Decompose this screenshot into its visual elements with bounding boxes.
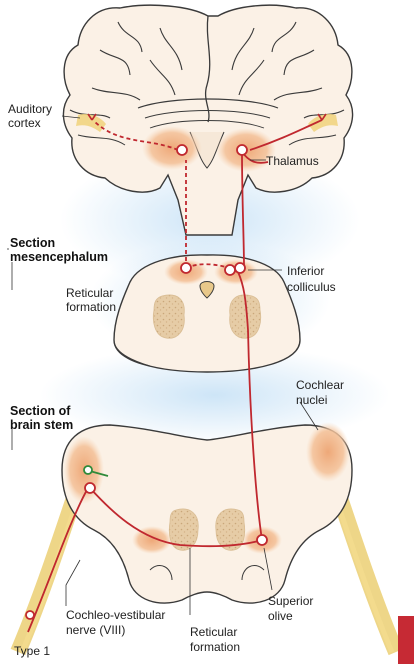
label-section-mesencephalum-1: Section	[10, 236, 56, 250]
corner-accent-tab	[398, 616, 414, 664]
brain-stem-section	[10, 422, 404, 656]
neuron-cell-body-icon	[25, 144, 268, 620]
label-section-mesencephalum-2: mesencephalum	[10, 250, 108, 264]
brain-coronal-section	[62, 4, 354, 236]
leader-lines	[7, 115, 319, 615]
label-auditory-cortex-1: Auditory	[8, 102, 53, 116]
label-cochleo-vestibular-2: nerve (VIII)	[66, 623, 126, 637]
label-cochleo-vestibular-1: Cochleo-vestibular	[66, 608, 166, 622]
label-section-brain-stem-2: brain stem	[10, 418, 74, 432]
label-reticular-formation-upper-2: formation	[66, 300, 117, 314]
auditory-cortex-area	[76, 114, 338, 132]
label-superior-olive-1: Superior	[268, 594, 314, 608]
label-inferior-colliculus-1: Inferior	[287, 264, 325, 278]
label-reticular-formation-lower-1: Reticular	[190, 625, 238, 639]
synapse-fork-icon	[83, 465, 109, 477]
label-inferior-colliculus-2: colliculus	[287, 280, 336, 294]
label-cochlear-nuclei-1: Cochlear	[296, 378, 345, 392]
label-type-1: Type 1	[14, 644, 51, 658]
label-reticular-formation-lower-2: formation	[190, 640, 241, 654]
label-thalamus: Thalamus	[266, 154, 319, 168]
label-section-brain-stem-1: Section of	[10, 404, 71, 418]
label-cochlear-nuclei-2: nuclei	[296, 393, 328, 407]
mesencephalum-section	[113, 254, 301, 373]
label-auditory-cortex-2: cortex	[8, 116, 41, 130]
label-reticular-formation-upper-1: Reticular	[66, 286, 114, 300]
cortex-terminal-icon	[87, 113, 327, 121]
label-superior-olive-2: olive	[268, 609, 293, 623]
